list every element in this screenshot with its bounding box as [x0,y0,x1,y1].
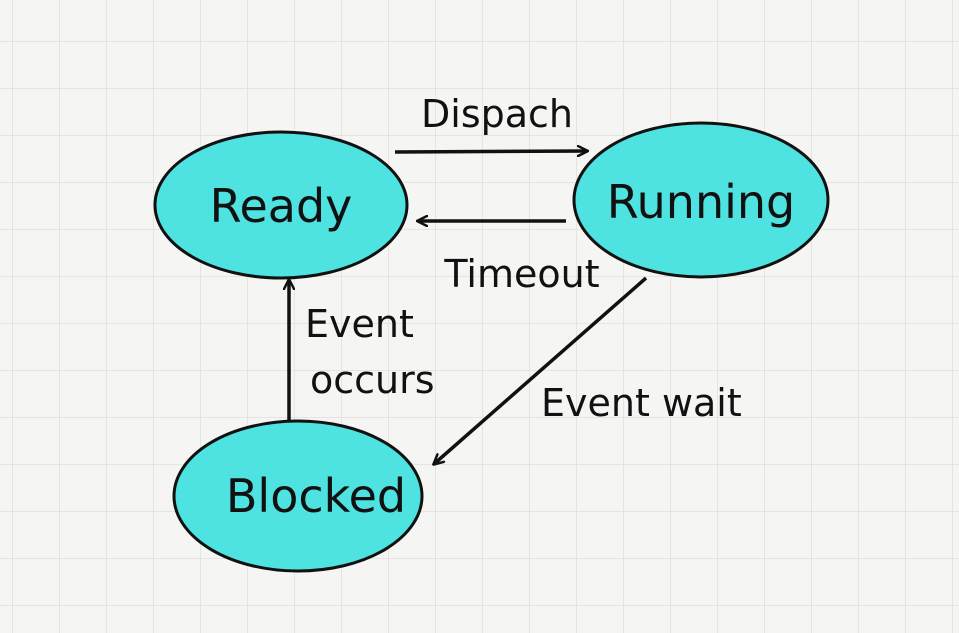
edge-dispatch-arrow [394,151,587,152]
node-ready-shape [153,130,409,280]
edge-event-occurs-label-line2: occurs [310,358,435,402]
edge-timeout-label: Timeout [443,252,599,296]
edge-event-occurs-label-line1: Event [305,302,414,346]
node-running-label: Running [607,175,796,229]
edge-event-wait-label: Event wait [541,381,742,425]
edge-timeout: Timeout [418,221,600,296]
edge-event-wait: Event wait [434,276,742,464]
node-ready-label: Ready [210,179,353,233]
node-blocked-shape [172,419,424,573]
edge-dispatch-label: Dispach [421,92,573,136]
node-running-shape [572,121,830,279]
node-blocked: Blocked [172,419,424,573]
node-running: Running [572,121,830,279]
node-blocked-label: Blocked [226,469,406,523]
edge-event-wait-arrow [434,276,648,464]
edge-event-occurs: Event occurs [289,280,435,421]
edge-dispatch: Dispach [394,92,587,152]
node-ready: Ready [153,130,409,280]
